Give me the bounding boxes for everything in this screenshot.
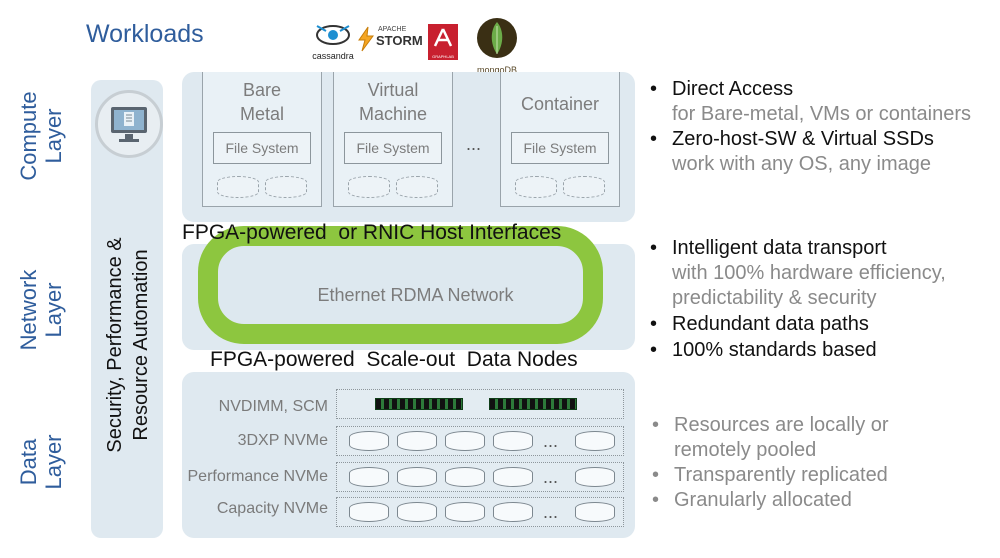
drive-icon xyxy=(493,467,533,487)
drive-icon xyxy=(397,467,437,487)
drive-icon xyxy=(575,431,615,451)
bullet-pooled: •Resources are locally or xyxy=(652,414,889,436)
drive-icon xyxy=(575,467,615,487)
monitor-icon xyxy=(95,90,163,158)
cassandra-logo-text: cassandra xyxy=(312,51,354,61)
cassandra-logo: cassandra xyxy=(312,22,354,61)
drive-icon xyxy=(349,431,389,451)
bullet-subtext: work with any OS, any image xyxy=(672,153,931,175)
drive-icon xyxy=(493,431,533,451)
row-ellipsis: ... xyxy=(543,502,559,522)
drive-icon xyxy=(445,502,485,522)
bullet-replicated: •Transparently replicated xyxy=(652,464,888,486)
disk-icon xyxy=(563,176,605,198)
compute-layer-label: Compute Layer xyxy=(16,91,66,181)
dimm-module-icon xyxy=(489,398,577,410)
bullet-zero-host: •Zero-host-SW & Virtual SSDs xyxy=(650,128,934,150)
data-layer-label: Data Layer xyxy=(16,434,66,490)
disk-icon xyxy=(348,176,390,198)
bullet-subtext: remotely pooled xyxy=(674,439,817,461)
drive-icon xyxy=(397,431,437,451)
bullet-subtext: for Bare-metal, VMs or containers xyxy=(672,103,971,125)
graphlab-logo: GRAPHLAB xyxy=(428,24,458,60)
security-sidebar-label: Security, Performance & Resource Automat… xyxy=(104,237,152,453)
mongodb-logo-text: mongoDB xyxy=(476,65,518,75)
data-row-performance: ... xyxy=(336,462,624,492)
row-ellipsis: ... xyxy=(543,467,559,487)
drive-icon xyxy=(445,431,485,451)
network-center-label: Ethernet RDMA Network xyxy=(317,285,514,305)
fpga-data-nodes-label: FPGA-powered Scale-out Data Nodes xyxy=(210,348,578,371)
disk-icon xyxy=(265,176,307,198)
bullet-subtext: with 100% hardware efficiency, xyxy=(672,262,946,284)
data-row-label: Capacity NVMe xyxy=(216,500,328,517)
bullet-allocated: •Granularly allocated xyxy=(652,489,852,511)
compute-column-container: Container File System xyxy=(500,72,620,207)
workloads-title: Workloads xyxy=(86,20,204,48)
data-row-capacity: ... xyxy=(336,497,624,527)
drive-icon xyxy=(397,502,437,522)
column-title: Bare Metal xyxy=(239,80,284,124)
mongodb-logo: mongoDB xyxy=(474,16,520,75)
data-row-label: NVDIMM, SCM xyxy=(218,398,328,415)
storm-logo-apache: APACHE xyxy=(378,26,407,33)
fpga-host-interfaces-label: FPGA-powered or RNIC Host Interfaces xyxy=(182,221,562,244)
bullet-subtext: predictability & security xyxy=(672,287,877,309)
compute-ellipsis: ... xyxy=(466,134,482,154)
drive-icon xyxy=(349,502,389,522)
drive-icon xyxy=(349,467,389,487)
compute-column-bare-metal: Bare Metal File System xyxy=(202,72,322,207)
file-system-box: File System xyxy=(213,132,311,164)
bullet-redundant-paths: •Redundant data paths xyxy=(650,313,869,335)
network-layer-label: Network Layer xyxy=(16,269,66,351)
column-title: Container xyxy=(520,94,600,114)
data-row-nvdimm xyxy=(336,389,624,419)
data-row-label: Performance NVMe xyxy=(187,468,329,485)
drive-icon xyxy=(445,467,485,487)
disk-icon xyxy=(396,176,438,198)
drive-icon xyxy=(575,502,615,522)
compute-column-virtual-machine: Virtual Machine File System xyxy=(333,72,453,207)
bullet-direct-access: •Direct Access xyxy=(650,78,794,100)
data-row-3dxp: ... xyxy=(336,426,624,456)
drive-icon xyxy=(493,502,533,522)
file-system-box: File System xyxy=(344,132,442,164)
graphlab-logo-text: GRAPHLAB xyxy=(432,54,454,59)
row-ellipsis: ... xyxy=(543,431,559,451)
data-row-label: 3DXP NVMe xyxy=(237,432,328,449)
file-system-box: File System xyxy=(511,132,609,164)
storm-logo: APACHE STORM xyxy=(356,26,426,56)
storm-logo-text: STORM xyxy=(376,33,423,48)
bullet-standards: •100% standards based xyxy=(650,339,877,361)
bullet-intelligent-transport: •Intelligent data transport xyxy=(650,237,887,259)
column-title: Virtual Machine xyxy=(358,80,428,124)
fpga-ring xyxy=(198,226,603,344)
disk-icon xyxy=(217,176,259,198)
dimm-module-icon xyxy=(375,398,463,410)
disk-icon xyxy=(515,176,557,198)
